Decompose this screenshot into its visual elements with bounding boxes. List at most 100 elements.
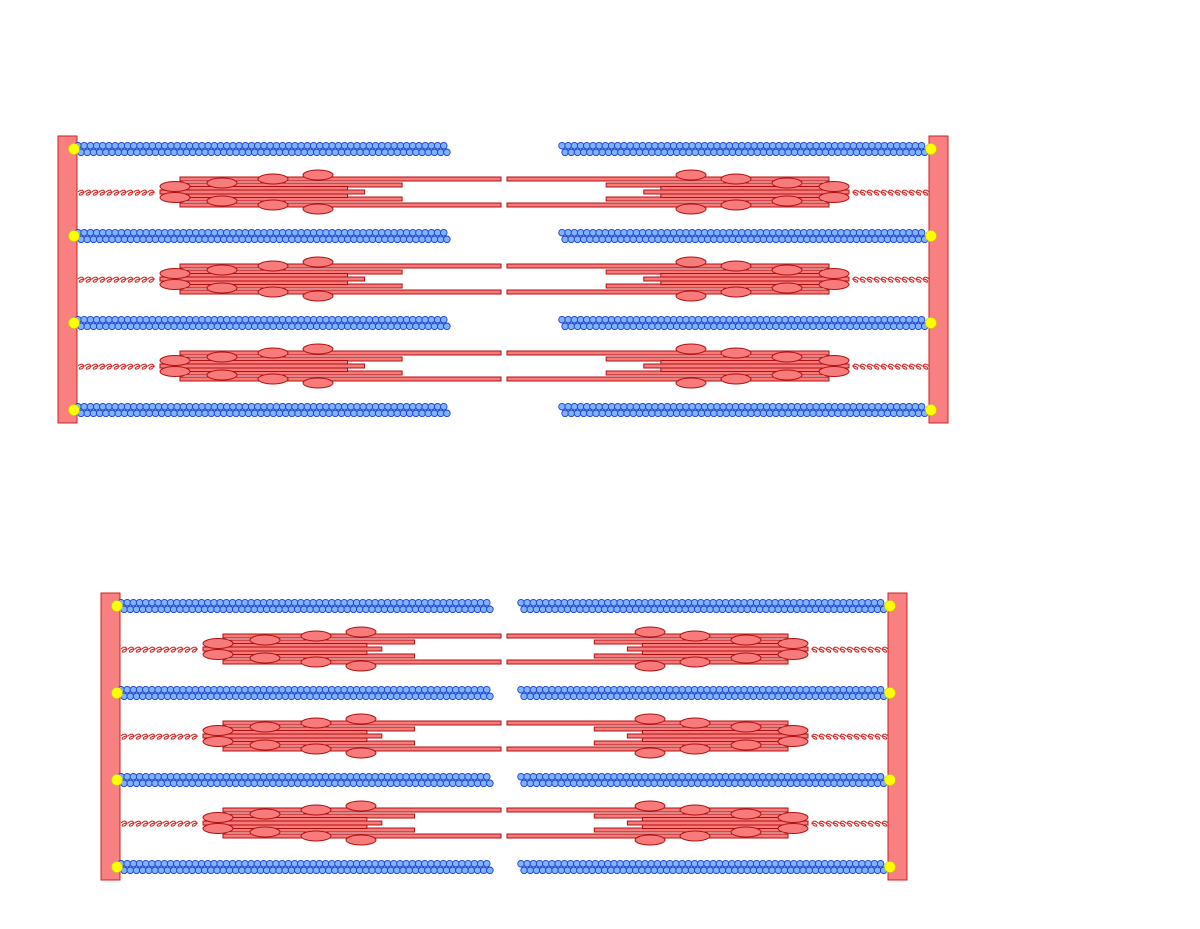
myosin-head: [720, 260, 752, 272]
relaxed-sarcomere-panel: [57, 135, 949, 424]
myosin-head: [257, 173, 289, 185]
titin-spring: [77, 363, 156, 370]
z-disc-anchor: [68, 230, 80, 242]
titin-spring: [810, 646, 889, 653]
myosin-head: [679, 717, 711, 729]
myosin-head: [206, 195, 238, 207]
myosin-head: [302, 377, 334, 389]
myosin-head: [730, 808, 762, 820]
myosin-head: [720, 373, 752, 385]
titin-spring: [120, 733, 199, 740]
myosin-head: [345, 660, 377, 672]
myosin-head: [249, 808, 281, 820]
myosin-head: [249, 739, 281, 751]
myosin-head: [202, 812, 234, 823]
titin-spring: [851, 189, 930, 196]
titin-spring: [851, 276, 930, 283]
myosin-head: [300, 743, 332, 755]
myosin-half: [202, 626, 502, 672]
myosin-head: [202, 823, 234, 834]
myosin-half: [506, 626, 809, 672]
myosin-head: [771, 369, 803, 381]
z-disc: [100, 592, 121, 881]
myosin-head: [818, 268, 850, 279]
myosin-head: [634, 660, 666, 672]
myosin-head: [249, 634, 281, 646]
actin-filament: [111, 859, 494, 875]
myosin-head: [771, 282, 803, 294]
myosin-half: [159, 169, 502, 215]
myosin-head: [300, 656, 332, 668]
actin-filament: [558, 402, 937, 418]
z-disc: [887, 592, 908, 881]
myosin-head: [345, 800, 377, 812]
myosin-head: [730, 721, 762, 733]
z-disc-anchor: [884, 600, 896, 612]
myosin-head: [675, 169, 707, 181]
actin-filament: [111, 772, 494, 788]
myosin-head: [818, 366, 850, 377]
z-disc-anchor: [884, 774, 896, 786]
myosin-head: [634, 800, 666, 812]
myosin-head: [634, 713, 666, 725]
myosin-head: [159, 366, 191, 377]
myosin-head: [302, 343, 334, 355]
myosin-head: [159, 192, 191, 203]
z-disc-anchor: [111, 687, 123, 699]
myosin-head: [679, 830, 711, 842]
actin-filament: [111, 685, 494, 701]
z-disc-anchor: [884, 687, 896, 699]
actin-filament: [558, 315, 937, 331]
actin-filament: [558, 141, 937, 157]
actin-filament: [68, 228, 451, 244]
actin-filament: [111, 598, 494, 614]
myosin-head: [720, 286, 752, 298]
myosin-head: [634, 834, 666, 846]
myosin-head: [257, 260, 289, 272]
myosin-head: [720, 347, 752, 359]
myosin-head: [771, 264, 803, 276]
myosin-head: [675, 203, 707, 215]
myosin-head: [202, 649, 234, 660]
myosin-half: [202, 713, 502, 759]
z-disc-anchor: [111, 774, 123, 786]
myosin-head: [777, 649, 809, 660]
myosin-head: [257, 373, 289, 385]
z-disc-anchor: [68, 404, 80, 416]
myosin-head: [818, 279, 850, 290]
titin-spring: [810, 733, 889, 740]
myosin-head: [159, 355, 191, 366]
myosin-half: [202, 800, 502, 846]
z-disc-anchor: [925, 143, 937, 155]
myosin-head: [300, 630, 332, 642]
myosin-head: [675, 343, 707, 355]
z-disc: [928, 135, 949, 424]
actin-filament: [517, 685, 896, 701]
actin-filament: [517, 772, 896, 788]
myosin-half: [506, 169, 850, 215]
myosin-head: [302, 256, 334, 268]
myosin-head: [345, 747, 377, 759]
myosin-head: [249, 652, 281, 664]
myosin-head: [679, 656, 711, 668]
myosin-head: [206, 264, 238, 276]
titin-spring: [851, 363, 930, 370]
myosin-head: [777, 736, 809, 747]
myosin-head: [206, 282, 238, 294]
myosin-head: [679, 743, 711, 755]
z-disc-anchor: [111, 600, 123, 612]
myosin-head: [679, 630, 711, 642]
myosin-head: [771, 177, 803, 189]
myosin-half: [506, 800, 809, 846]
titin-spring: [120, 646, 199, 653]
myosin-head: [206, 177, 238, 189]
myosin-head: [730, 739, 762, 751]
myosin-head: [679, 804, 711, 816]
titin-spring: [77, 189, 156, 196]
actin-filament: [558, 228, 937, 244]
myosin-head: [771, 195, 803, 207]
z-disc-anchor: [68, 317, 80, 329]
myosin-head: [206, 351, 238, 363]
myosin-half: [506, 256, 850, 302]
